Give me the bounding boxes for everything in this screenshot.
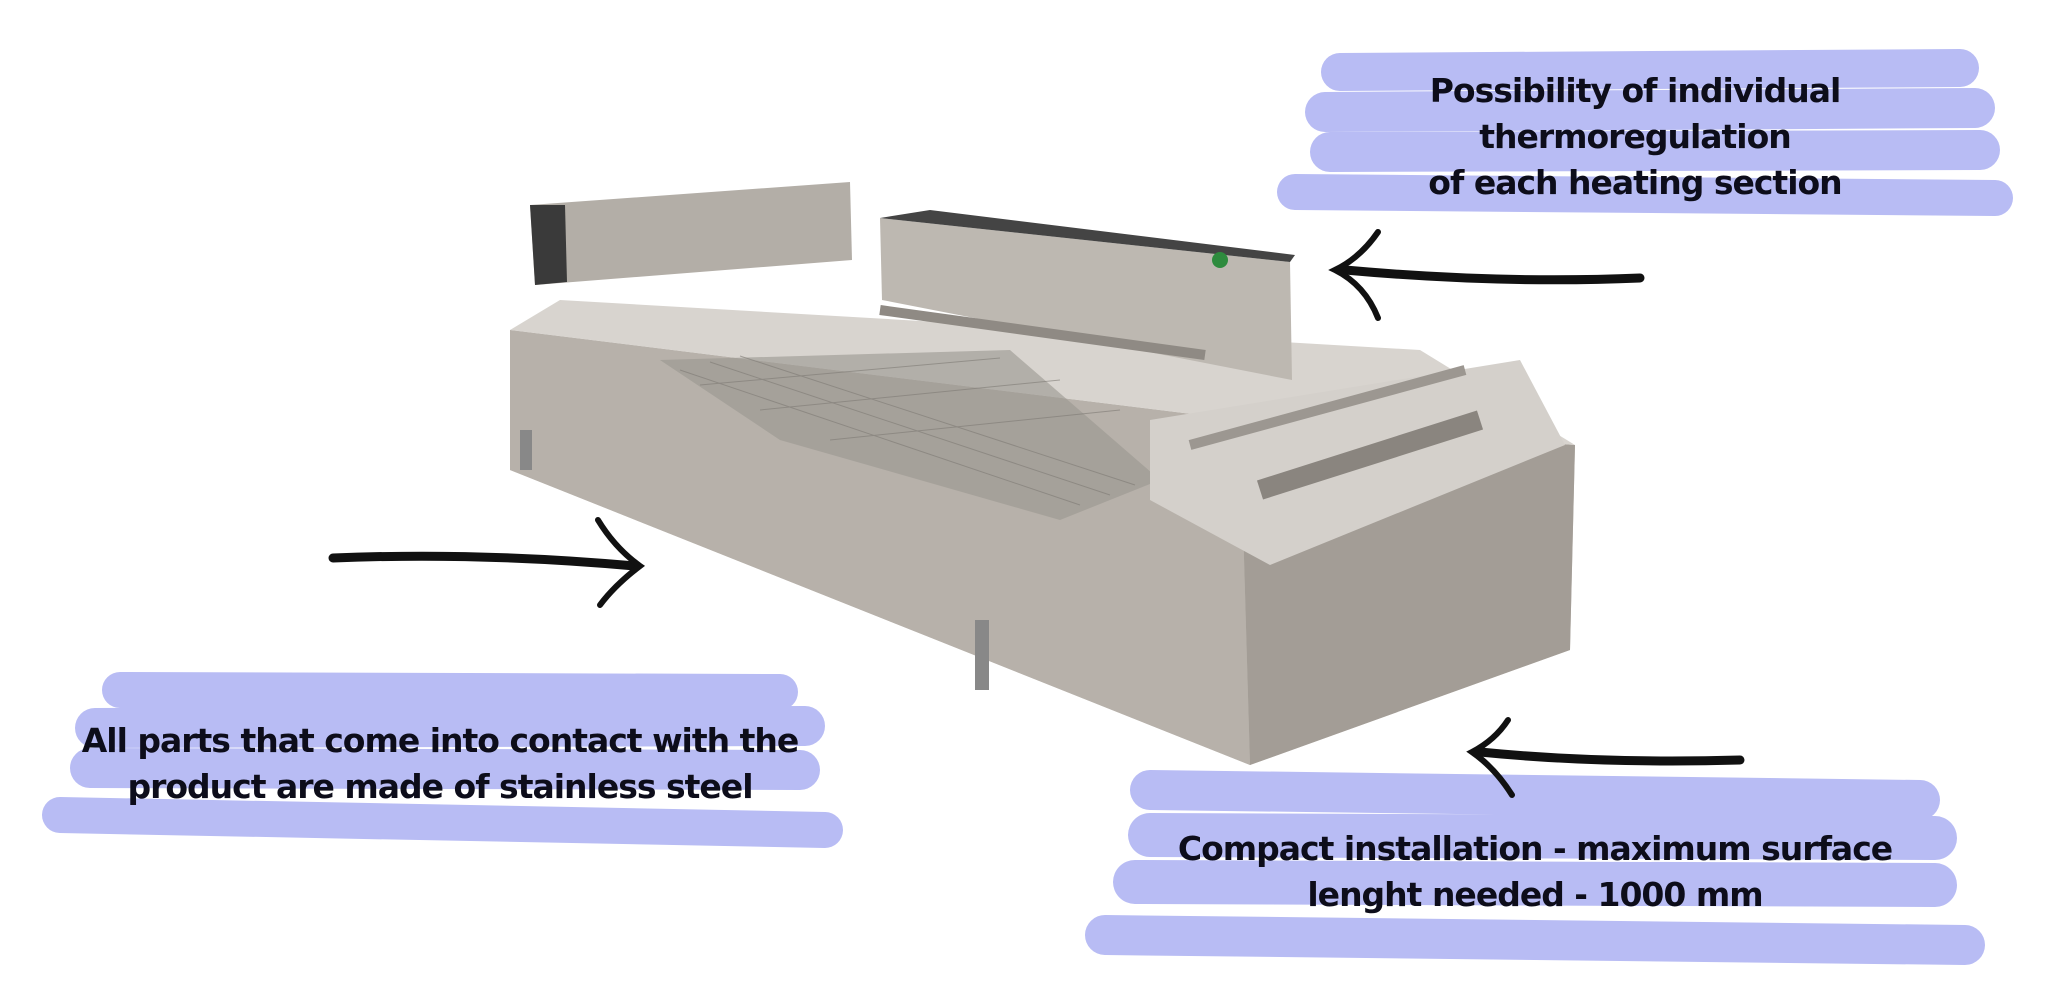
highlight-blob-bottom-left bbox=[42, 672, 843, 848]
callout-line: product are made of stainless steel bbox=[127, 767, 753, 806]
highlight-blob-top bbox=[1277, 49, 2013, 216]
callout-line: thermoregulation bbox=[1479, 117, 1792, 156]
callout-line: Compact installation - maximum surface bbox=[1177, 829, 1893, 868]
callout-line: All parts that come into contact with th… bbox=[81, 721, 800, 760]
arrow-left-icon bbox=[1328, 229, 1645, 321]
callout-thermoregulation: Possibility of individual thermoregulati… bbox=[1330, 68, 1940, 206]
arrow-left-icon bbox=[1466, 717, 1745, 798]
callout-line: Possibility of individual bbox=[1429, 71, 1842, 110]
callout-compact-installation: Compact installation - maximum surface l… bbox=[1110, 826, 1960, 918]
callout-line: of each heating section bbox=[1428, 163, 1842, 202]
highlight-blob-bottom-right bbox=[1085, 770, 1985, 965]
arrow-right-icon bbox=[328, 517, 646, 608]
callout-stainless-steel: All parts that come into contact with th… bbox=[60, 718, 820, 810]
fryer-machine-image bbox=[510, 182, 1575, 765]
callout-line: lenght needed - 1000 mm bbox=[1307, 875, 1763, 914]
